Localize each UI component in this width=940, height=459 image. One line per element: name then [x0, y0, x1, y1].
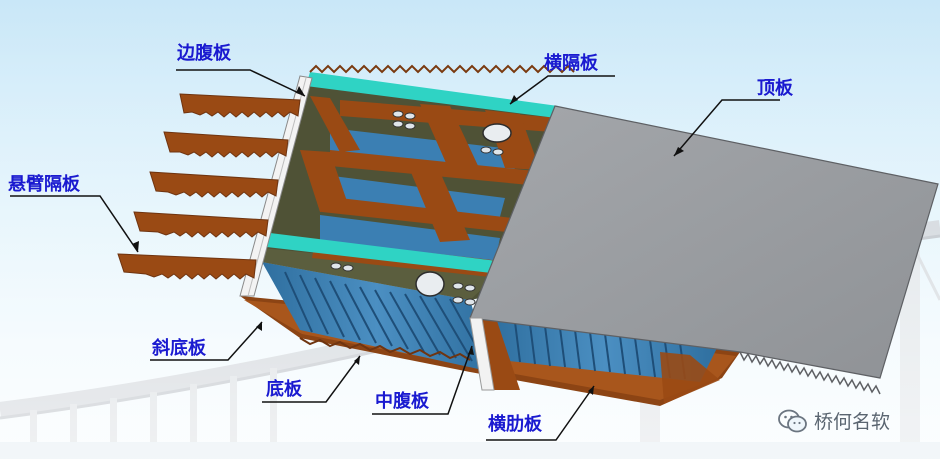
label-inclined-bottom: 斜底板 [152, 338, 206, 359]
label-middle-web: 中腹板 [375, 391, 429, 412]
label-top-plate: 顶板 [757, 78, 793, 99]
label-cantilever-diaphragm: 悬臂隔板 [8, 174, 80, 195]
bottom-structure [240, 262, 740, 406]
label-transverse-rib: 横肋板 [488, 414, 542, 435]
label-side-web: 边腹板 [177, 43, 231, 64]
label-bottom-plate: 底板 [266, 379, 302, 400]
label-diaphragm: 横隔板 [544, 53, 598, 74]
watermark-text: 桥何名软 [814, 411, 891, 433]
leader-lines [10, 69, 780, 441]
box-interior [258, 64, 575, 306]
cantilever-diaphragms [117, 93, 301, 280]
top-plate [469, 105, 939, 395]
wechat-icon [778, 409, 807, 432]
watermark: 桥何名软 [778, 407, 890, 434]
